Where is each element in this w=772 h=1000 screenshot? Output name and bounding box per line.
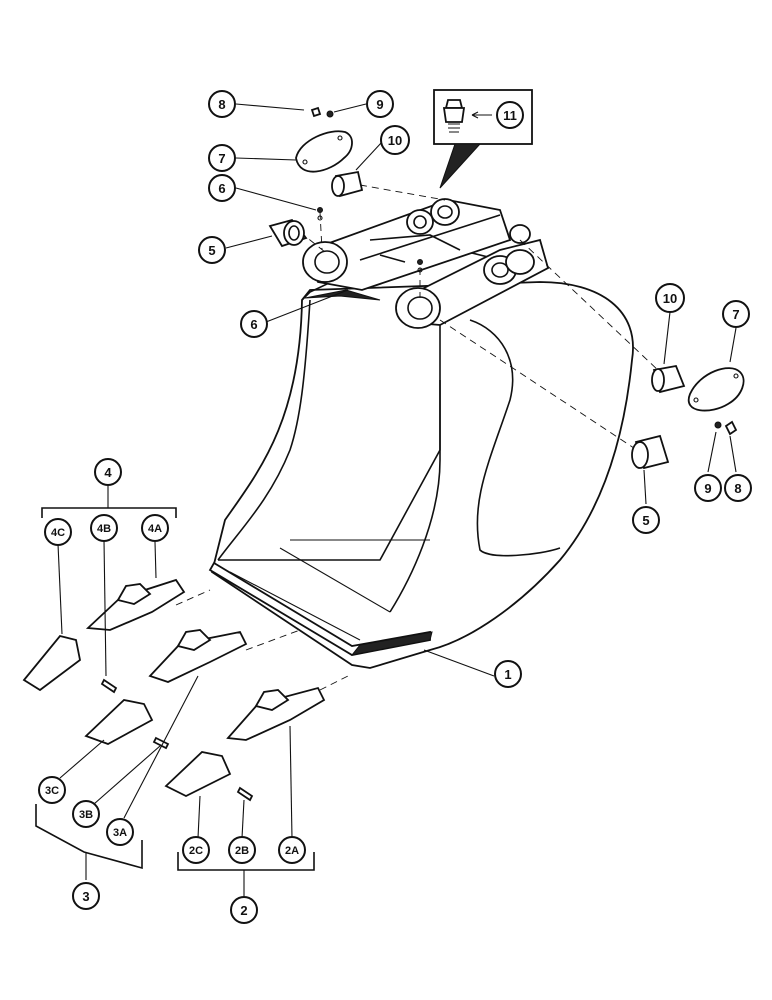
callout-label: 11 — [503, 108, 517, 123]
callout-4a: 4A — [141, 514, 169, 542]
cover-plate-right — [687, 367, 745, 412]
callout-3: 3 — [72, 882, 100, 910]
tooth-point-4c — [22, 634, 81, 692]
callout-2b: 2B — [228, 836, 256, 864]
callout-10-right: 10 — [655, 283, 685, 313]
tooth-point-2c — [164, 751, 232, 798]
callout-2: 2 — [230, 896, 258, 924]
link-bushing-top — [331, 170, 364, 198]
tooth-adapter-3a — [148, 629, 248, 683]
callout-label: 9 — [376, 97, 383, 112]
link-assembly — [302, 198, 550, 329]
callout-label: 3 — [82, 889, 89, 904]
callout-8-right: 8 — [724, 474, 752, 502]
bucket-shell — [208, 239, 634, 669]
callout-label: 3C — [45, 785, 59, 797]
callout-3a: 3A — [106, 818, 134, 846]
callout-label: 8 — [734, 481, 741, 496]
callout-label: 2A — [285, 845, 299, 857]
cap-screw-top — [310, 106, 322, 118]
callout-label: 8 — [218, 97, 225, 112]
callout-label: 7 — [218, 151, 225, 166]
link-bushing-right — [651, 364, 686, 394]
callout-5-top: 5 — [198, 236, 226, 264]
tooth-adapter-2a — [226, 686, 326, 741]
callout-6-top: 6 — [208, 174, 236, 202]
callout-4: 4 — [94, 458, 122, 486]
cover-plate-top — [295, 130, 353, 173]
cap-screw-right — [724, 420, 738, 436]
callout-label: 10 — [663, 291, 677, 306]
callout-8-top: 8 — [208, 90, 236, 118]
tooth-pin-2b — [236, 786, 254, 802]
callout-label: 4A — [148, 523, 162, 535]
callout-9-top: 9 — [366, 90, 394, 118]
callout-label: 4C — [51, 527, 65, 539]
callout-label: 1 — [504, 667, 511, 682]
callout-6-mid: 6 — [240, 310, 268, 338]
tooth-point-3c — [84, 699, 154, 745]
callout-label: 6 — [218, 181, 225, 196]
pivot-bushing-right — [631, 434, 670, 470]
tooth-adapter-4a — [85, 578, 186, 631]
callout-3c: 3C — [38, 776, 66, 804]
callout-label: 7 — [732, 307, 739, 322]
tooth-pin-4b — [100, 678, 118, 694]
callout-label: 2C — [189, 845, 203, 857]
callout-label: 2 — [240, 903, 247, 918]
pivot-bushing-top — [268, 218, 308, 248]
callout-7-right: 7 — [722, 300, 750, 328]
callout-label: 5 — [208, 243, 215, 258]
callout-4c: 4C — [44, 518, 72, 546]
callout-label: 2B — [235, 845, 249, 857]
callout-5-right: 5 — [632, 506, 660, 534]
callout-label: 4B — [97, 523, 111, 535]
callout-10-top: 10 — [380, 125, 410, 155]
callout-label: 3B — [79, 809, 93, 821]
callout-2a: 2A — [278, 836, 306, 864]
callout-1: 1 — [494, 660, 522, 688]
grease-fitting-lower — [417, 259, 423, 273]
lock-washer-top — [326, 110, 334, 118]
callout-label: 4 — [104, 465, 112, 480]
callout-label: 5 — [642, 513, 649, 528]
leader-lines — [35, 103, 737, 896]
callout-label: 10 — [388, 133, 402, 148]
callout-label: 3A — [113, 827, 127, 839]
callout-label: 6 — [250, 317, 257, 332]
callout-9-right: 9 — [694, 474, 722, 502]
callout-2c: 2C — [182, 836, 210, 864]
lock-washer-right — [714, 421, 722, 429]
callout-11: 11 — [496, 101, 524, 129]
grease-fitting-upper — [317, 207, 323, 221]
callout-7-top: 7 — [208, 144, 236, 172]
callout-4b: 4B — [90, 514, 118, 542]
callout-label: 9 — [704, 481, 711, 496]
callout-3b: 3B — [72, 800, 100, 828]
